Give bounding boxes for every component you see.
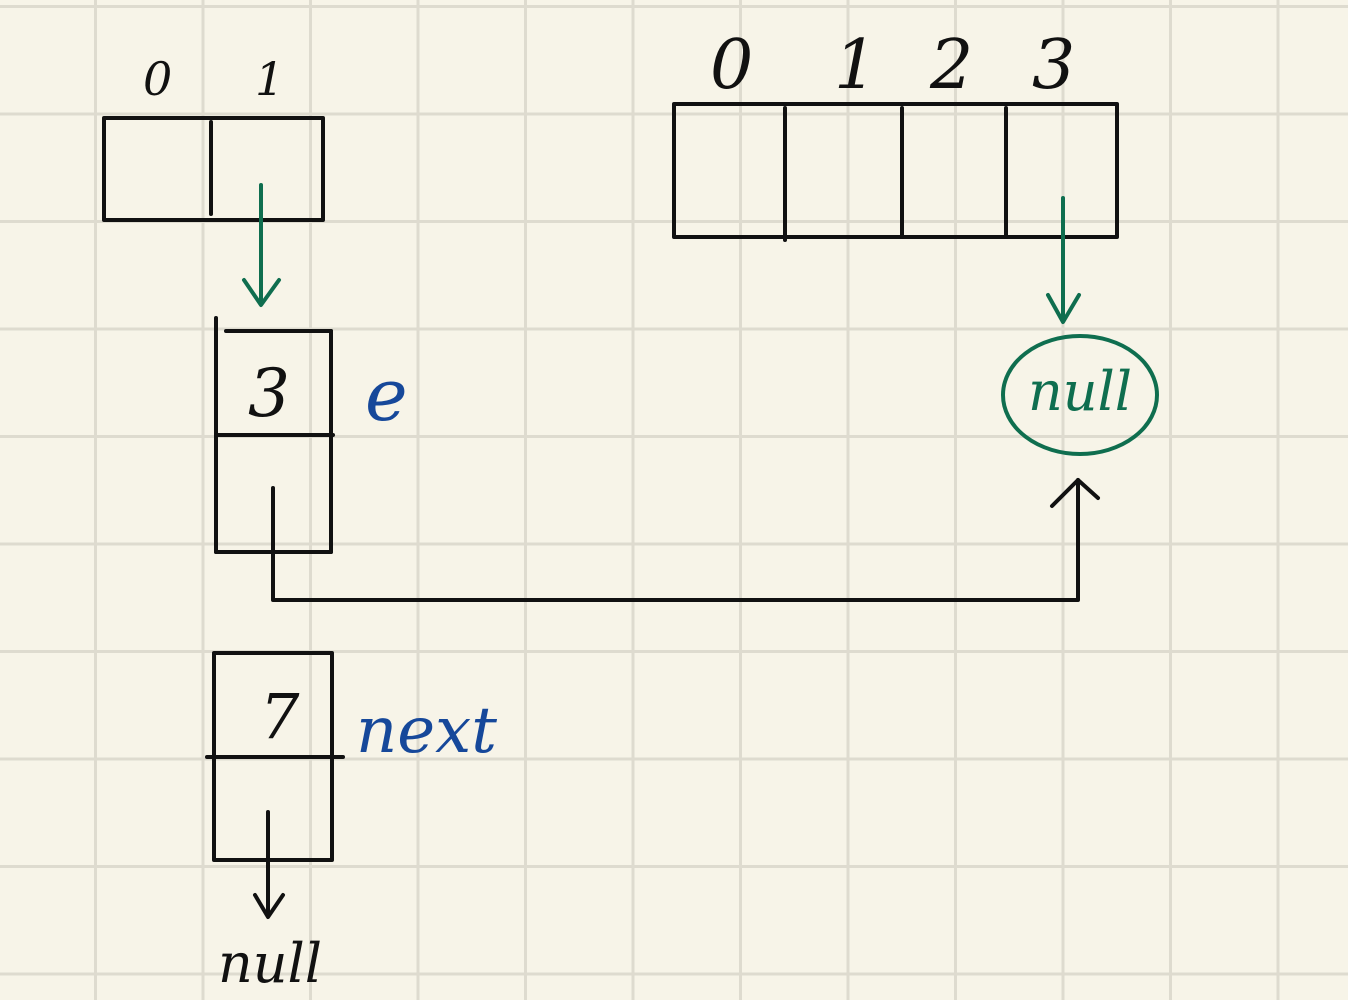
slot3-to-null-arrow: [1046, 196, 1081, 324]
node-next-value: 7: [260, 680, 300, 753]
large-array-box: [672, 102, 1119, 239]
node-e-value: 3: [248, 355, 290, 432]
small-array-index-0: 0: [143, 52, 172, 106]
node-e: 3 e: [214, 316, 408, 554]
null-circled-label: null: [1028, 360, 1132, 423]
null-circle: [1001, 334, 1159, 456]
null-bottom-label: null: [218, 932, 322, 995]
large-array: 0 1 2 3: [672, 26, 1119, 242]
large-array-index-0: 0: [710, 26, 753, 105]
large-array-index-2: 2: [929, 26, 973, 105]
slot1-to-node-e-arrow: [242, 183, 281, 307]
node-next-label: next: [356, 694, 497, 768]
node-next-pointer: [253, 810, 285, 919]
large-array-index-1: 1: [834, 26, 877, 105]
node-e-label: e: [365, 353, 408, 437]
large-array-index-3: 3: [1032, 26, 1075, 105]
small-array: 0 1: [102, 52, 325, 222]
small-array-index-1: 1: [255, 52, 284, 106]
node-e-next-pointer: [271, 478, 1100, 602]
node-next: 7 next: [205, 651, 497, 862]
small-array-box: [102, 116, 325, 222]
null-circled: null: [1001, 334, 1159, 456]
